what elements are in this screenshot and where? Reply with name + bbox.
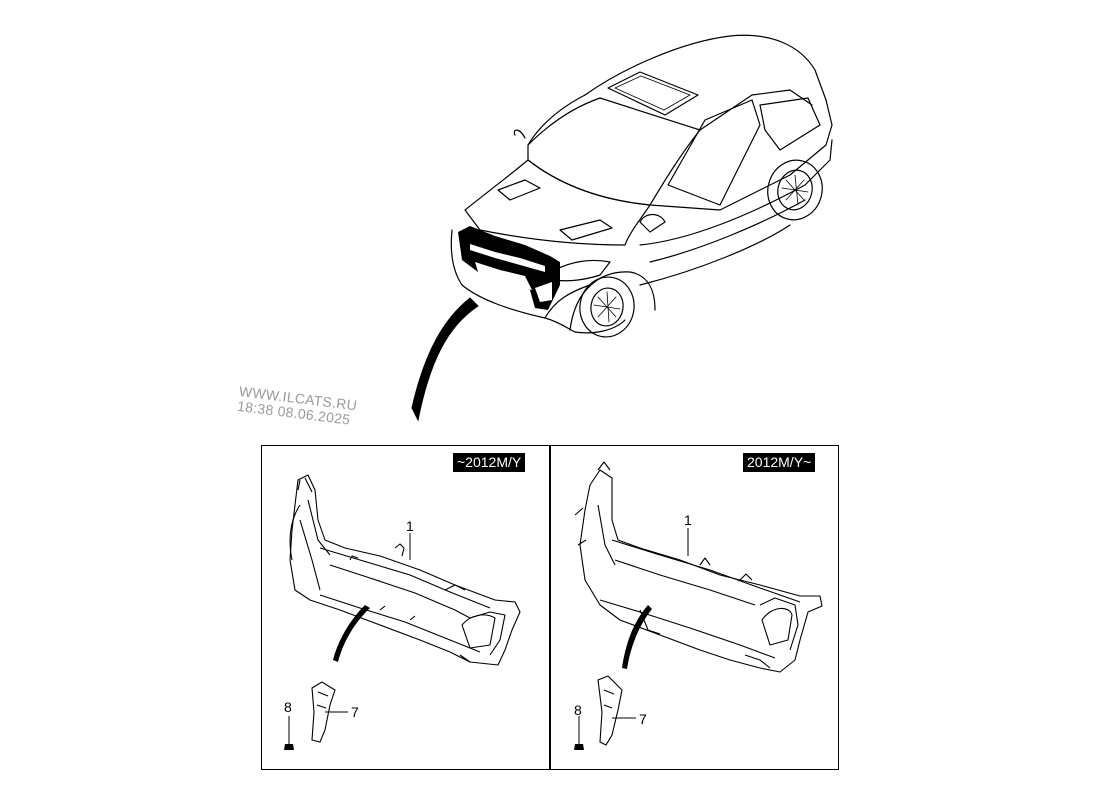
leader-part1-new <box>622 605 652 669</box>
front-wheel <box>579 276 635 338</box>
model-year-badge-after: 2012M/Y~ <box>743 453 816 472</box>
bolt-part8-new <box>574 716 584 750</box>
model-year-badge-before: ~2012M/Y <box>453 453 526 472</box>
leader-part1-old <box>333 605 370 662</box>
bracket-part7-new <box>597 675 623 746</box>
variant-panel-before-2012 <box>261 445 551 770</box>
front-panel-highlight <box>458 226 560 310</box>
variant-panel-after-2012 <box>549 445 839 770</box>
rear-wheel <box>767 159 823 221</box>
callout-part-7[interactable]: 7 <box>639 711 647 727</box>
callout-part-8[interactable]: 8 <box>284 699 292 715</box>
car-illustration <box>450 34 833 338</box>
radiator-support-panel-new <box>574 461 823 673</box>
side-mirror <box>639 213 666 233</box>
callout-part-1[interactable]: 1 <box>684 512 692 528</box>
bracket-part7-old <box>311 681 336 743</box>
bolt-part8-old <box>284 716 294 750</box>
callout-part-1[interactable]: 1 <box>406 518 414 534</box>
leader-arrow <box>411 297 479 422</box>
hood <box>464 159 651 246</box>
callout-part-8[interactable]: 8 <box>574 702 582 718</box>
callout-part-7[interactable]: 7 <box>351 704 359 720</box>
sunroof <box>607 71 699 116</box>
windshield <box>527 97 701 206</box>
radiator-support-panel-old <box>289 474 521 666</box>
